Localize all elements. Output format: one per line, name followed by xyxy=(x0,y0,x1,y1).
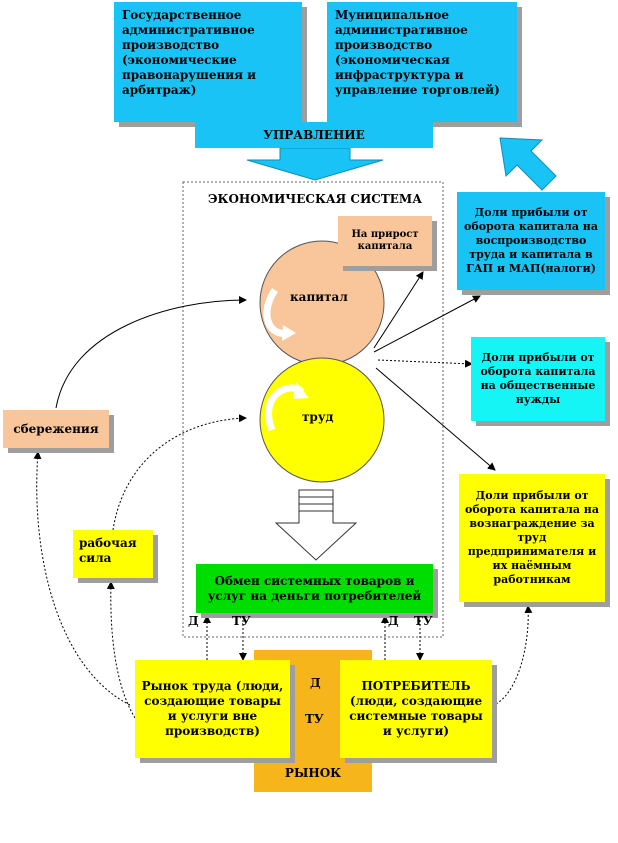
flow-label-tu2: ТУ xyxy=(414,614,433,628)
consumer-box: ПОТРЕБИТЕЛЬ (люди, создающие системные т… xyxy=(340,660,492,758)
municipal-admin-box: Муниципальное административное производс… xyxy=(327,2,517,122)
savings-box: сбережения xyxy=(3,410,109,448)
state-admin-box: Государственное административное произво… xyxy=(114,2,302,122)
labor-market-box: Рынок труда (люди, создающие товары и ус… xyxy=(135,660,290,758)
profit-public-box: Доли прибыли от оборота капитала на обще… xyxy=(471,337,605,421)
profit-reproduction-box: Доли прибыли от оборота капитала на восп… xyxy=(457,192,605,290)
system-frame xyxy=(182,181,444,638)
capital-growth-box: На прирост капитала xyxy=(338,216,432,266)
workforce-box: рабочая сила xyxy=(73,530,153,578)
capital-label: капитал xyxy=(290,290,348,304)
system-title: ЭКОНОМИЧЕСКАЯ СИСТЕМА xyxy=(207,192,422,206)
flow-label-d2: Д xyxy=(388,614,399,628)
management-down-arrow xyxy=(246,147,384,181)
down-arrow xyxy=(274,489,358,561)
flow-label-d1: Д xyxy=(188,614,199,628)
flow-label-tu-mid: ТУ xyxy=(305,712,324,726)
profit-reward-box: Доли прибыли от оборота капитала на возн… xyxy=(459,474,605,602)
market-label: РЫНОК xyxy=(284,766,342,780)
feedback-arrow xyxy=(499,137,557,191)
flow-label-d-mid: Д xyxy=(310,676,321,690)
flow-label-tu1: ТУ xyxy=(232,614,251,628)
labor-label: труд xyxy=(302,410,334,424)
management-bar: УПРАВЛЕНИЕ xyxy=(195,122,433,148)
exchange-box: Обмен системных товаров и услуг на деньг… xyxy=(196,564,433,613)
